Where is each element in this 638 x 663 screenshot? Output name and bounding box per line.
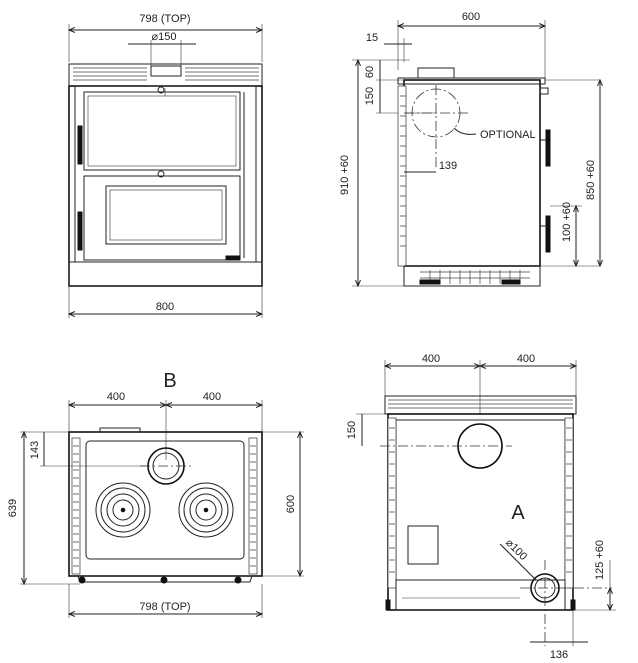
side-optional-label: OPTIONAL xyxy=(480,129,536,141)
front-lower-handle xyxy=(77,211,83,251)
top-view-letter: B xyxy=(163,370,176,392)
side-rear-offset-label: 139 xyxy=(439,160,457,172)
top-overall-depth-label: 639 xyxy=(7,499,19,517)
side-body xyxy=(403,79,541,267)
top-bottom-width-label: 798 (TOP) xyxy=(139,601,190,613)
front-flue-diameter-label: ⌀150 xyxy=(152,31,177,43)
front-top-width-label: 798 (TOP) xyxy=(139,13,190,25)
side-view: 600 15 60 150 910 +60 OPTIONAL xyxy=(339,11,600,286)
front-upper-handle xyxy=(77,125,83,165)
side-offset-label: 15 xyxy=(366,32,378,44)
side-total-height-label: 910 +60 xyxy=(339,155,351,195)
rear-air-offset-label: 136 xyxy=(550,649,568,661)
side-upper-handle xyxy=(545,129,551,167)
top-left-hotplate xyxy=(95,482,151,538)
rear-air-diameter-label: ⌀100 xyxy=(503,537,529,563)
front-view: 798 (TOP) ⌀150 xyxy=(69,13,262,318)
front-lower-door xyxy=(83,175,241,261)
top-view: B 400 400 xyxy=(7,370,304,618)
side-flue-height-label: 60 xyxy=(364,66,376,78)
front-plinth xyxy=(68,261,263,287)
rear-top-plate xyxy=(384,395,577,415)
front-base-width-label: 800 xyxy=(156,301,174,313)
top-body-depth-label: 600 xyxy=(285,495,297,513)
side-foot-height-label: 100 +60 xyxy=(561,202,573,242)
top-half-left-label: 400 xyxy=(107,391,125,403)
front-viewing-glass xyxy=(105,185,227,245)
side-top-plate xyxy=(397,77,546,85)
side-body-height-label: 850 +60 xyxy=(585,160,597,200)
rear-view: 400 400 A ⌀100 xyxy=(346,353,616,661)
top-half-right-label: 400 xyxy=(203,391,221,403)
side-flue-center-label: 150 xyxy=(364,87,376,105)
rear-flue-center-label: 150 xyxy=(346,421,358,439)
top-cooking-surface xyxy=(85,440,245,560)
side-lower-handle xyxy=(545,215,551,253)
rear-access-panel xyxy=(407,525,439,565)
top-hob-plate xyxy=(68,431,263,577)
side-depth-label: 600 xyxy=(462,11,480,23)
front-top-plate xyxy=(68,63,263,87)
rear-air-height-label: 125 +60 xyxy=(594,540,606,580)
top-right-hotplate xyxy=(178,482,234,538)
front-upper-door xyxy=(83,91,241,171)
side-flue-stub xyxy=(417,67,455,79)
side-plinth xyxy=(403,265,541,287)
top-flue-offset-label: 143 xyxy=(29,441,41,459)
front-flue-collar xyxy=(150,65,182,77)
rear-view-letter: A xyxy=(511,502,525,524)
rear-half-left-label: 400 xyxy=(422,353,440,365)
rear-half-right-label: 400 xyxy=(517,353,535,365)
